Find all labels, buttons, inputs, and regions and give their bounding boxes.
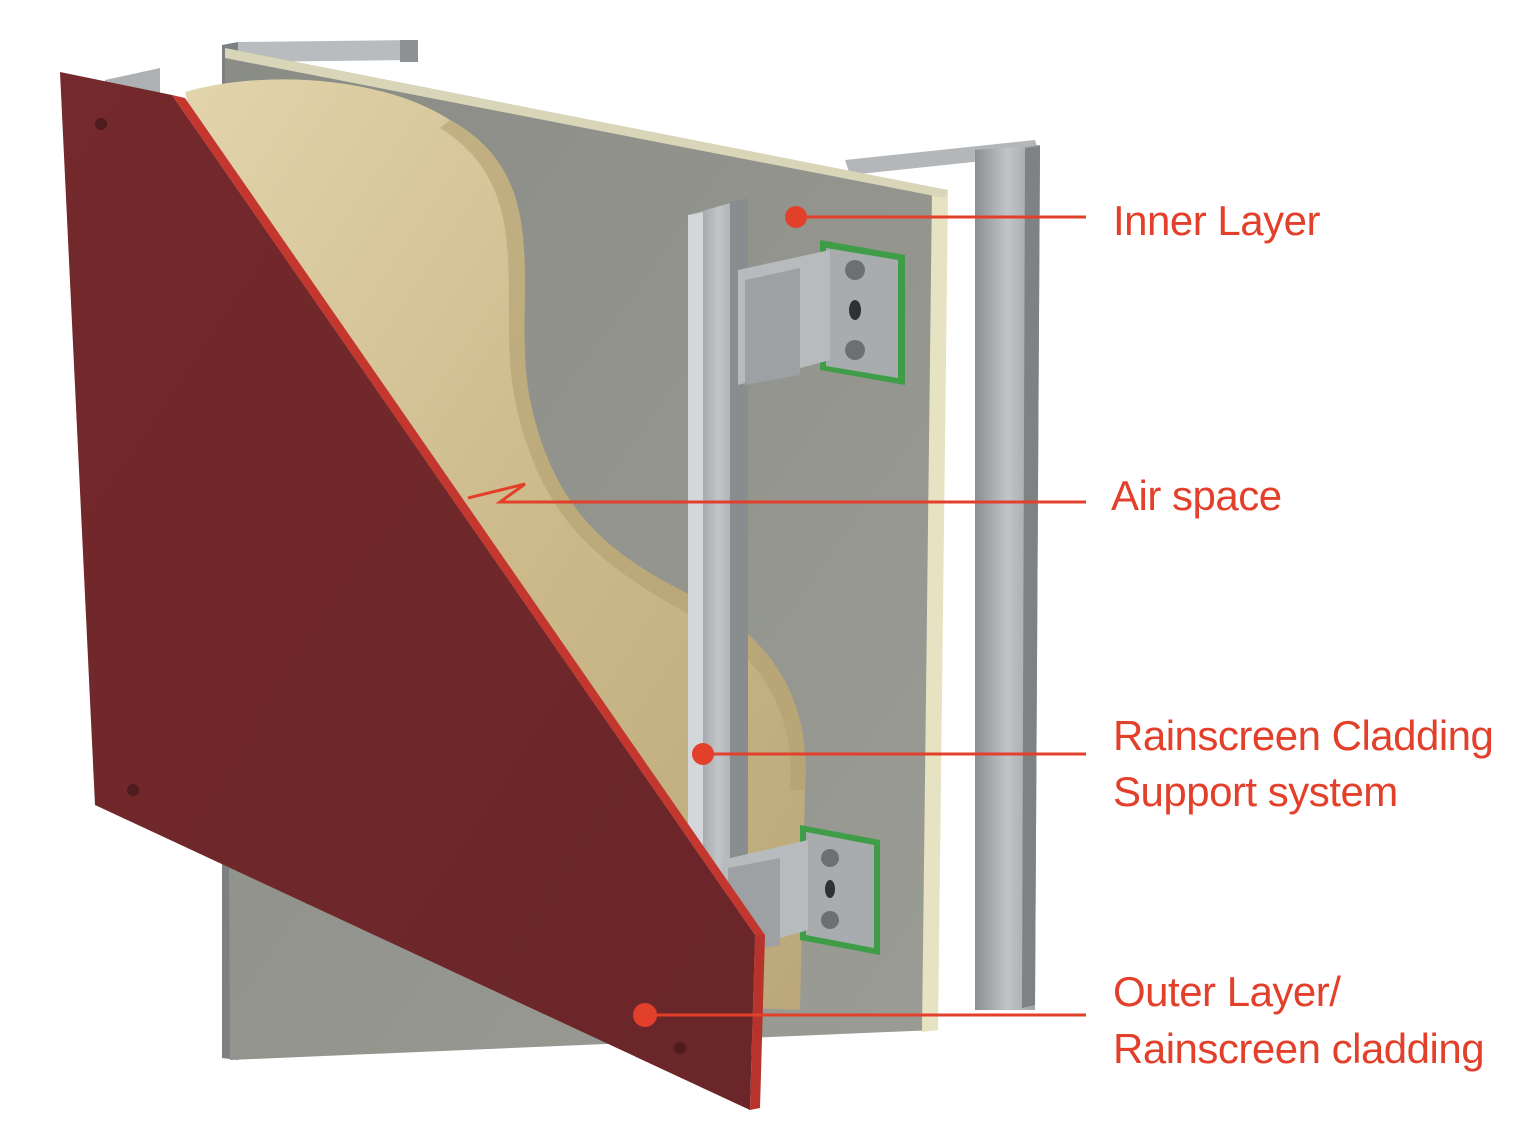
label-support-line2: Support system (1113, 768, 1398, 815)
label-inner-layer: Inner Layer (1113, 197, 1320, 244)
marker-dot (633, 1003, 657, 1027)
marker-dot (785, 206, 807, 228)
label-support-line1: Rainscreen Cladding (1113, 712, 1493, 759)
label-air-space: Air space (1111, 472, 1282, 519)
label-outer-line2: Rainscreen cladding (1113, 1025, 1484, 1072)
marker-dot (692, 743, 714, 765)
label-outer-line1: Outer Layer/ (1113, 968, 1341, 1015)
